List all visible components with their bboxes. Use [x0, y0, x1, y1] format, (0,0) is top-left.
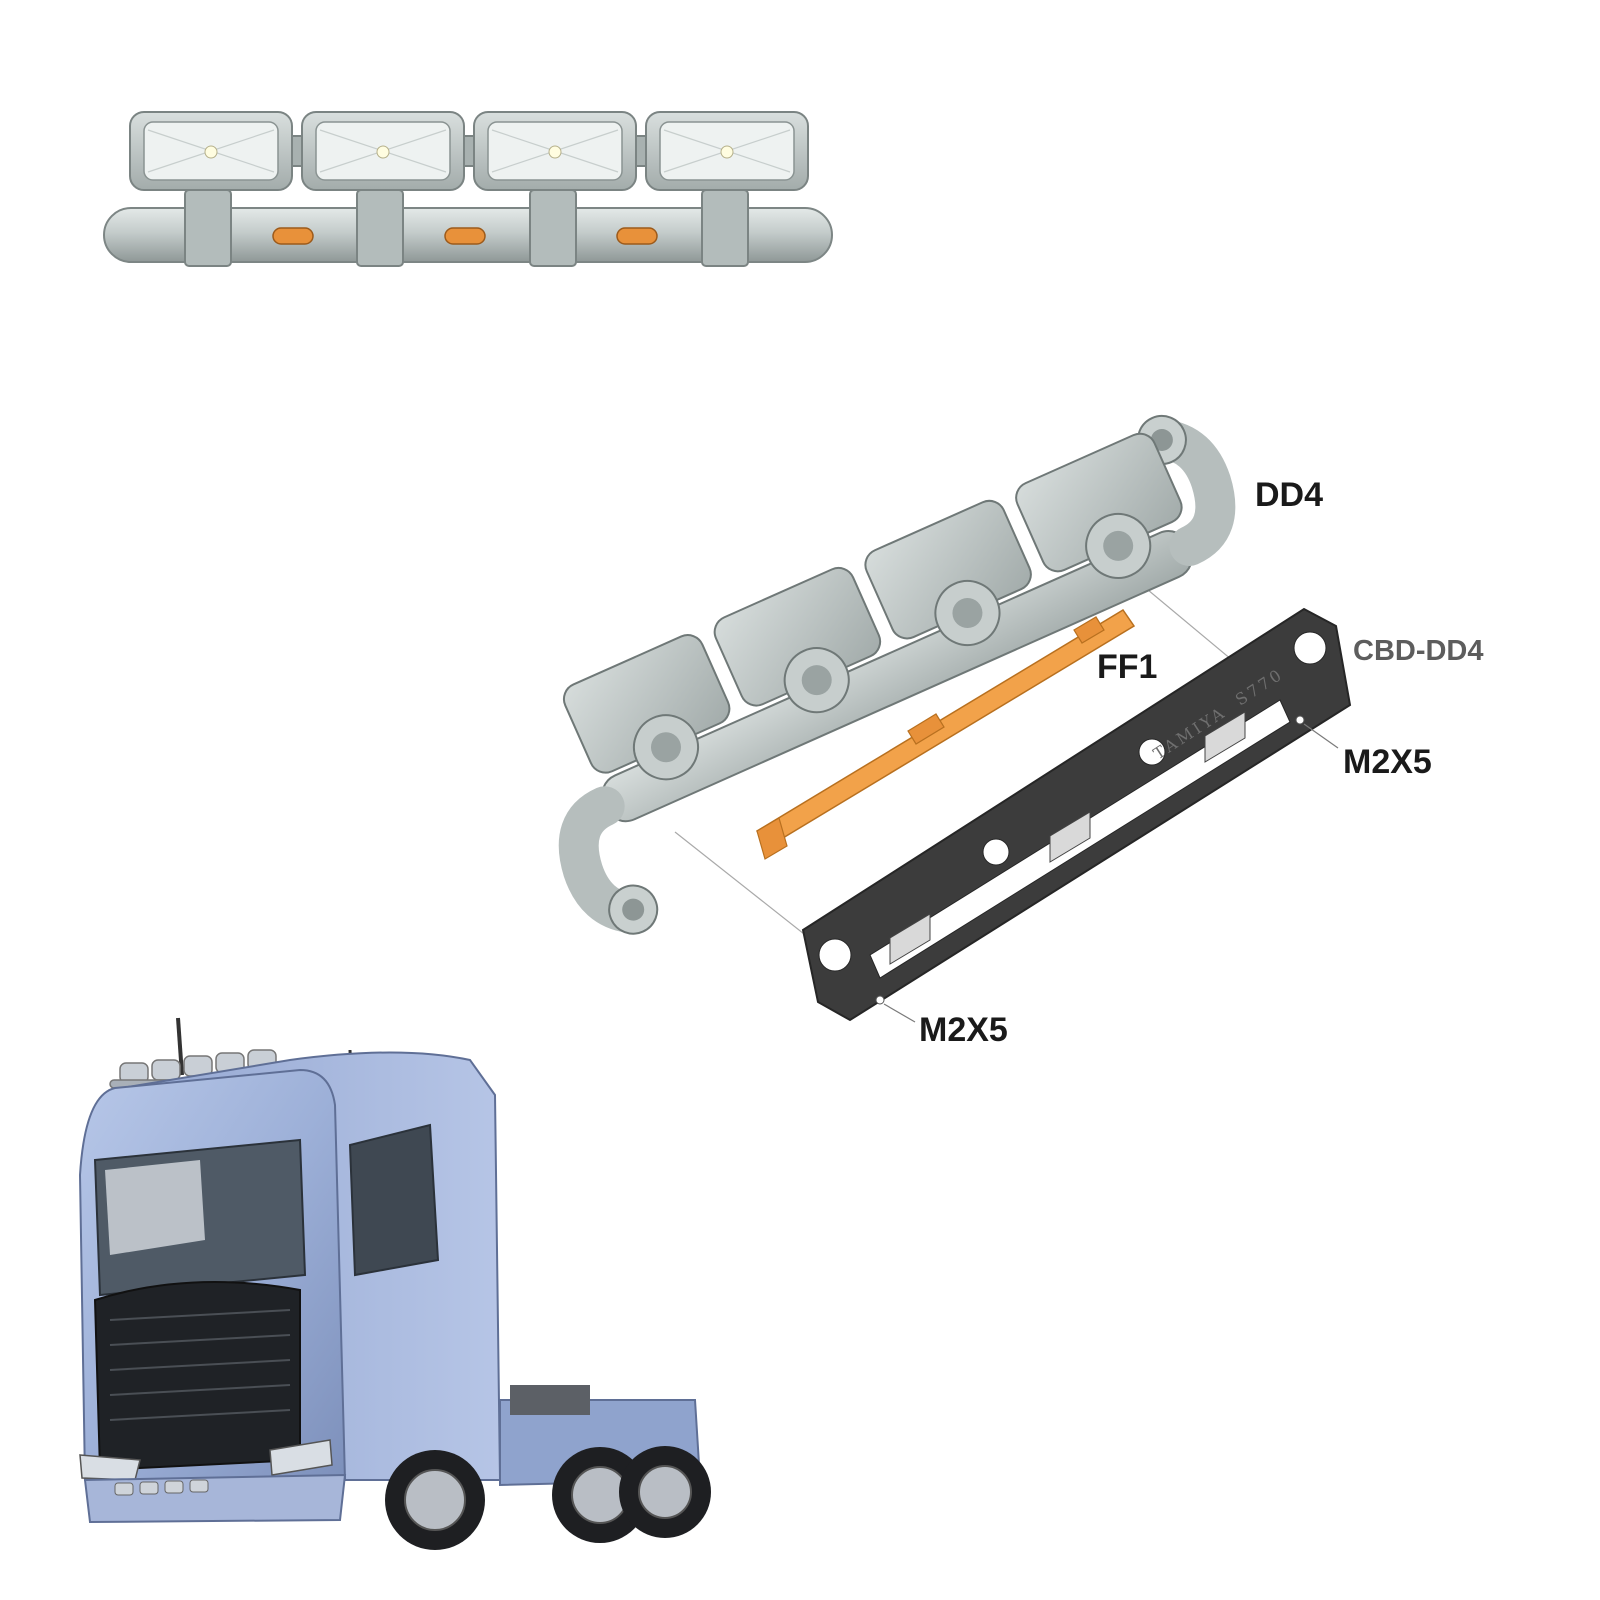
part-label-ff1: FF1 [1097, 648, 1158, 686]
cbd-dd4-bracket-plate: TAMIYA S770 [801, 607, 1352, 1022]
amber-marker-lights [272, 227, 658, 245]
screw-label-m2x5-right: M2X5 [1343, 743, 1432, 781]
dd4-light-bar-part [558, 414, 1236, 935]
truck-wheels [385, 1446, 711, 1550]
part-label-cbd-dd4: CBD-DD4 [1353, 635, 1484, 667]
light-bar-mounts [184, 189, 749, 267]
spotlight-lamps [129, 111, 809, 191]
screw-markers [875, 715, 1305, 1005]
exploded-assembly-diagram: TAMIYA S770 [558, 414, 1352, 1023]
part-label-dd4: DD4 [1255, 476, 1324, 514]
screw-label-m2x5-left: M2X5 [919, 1011, 1008, 1049]
ff1-amber-strip-part [755, 608, 1136, 860]
light-bar-front-view [103, 111, 833, 267]
